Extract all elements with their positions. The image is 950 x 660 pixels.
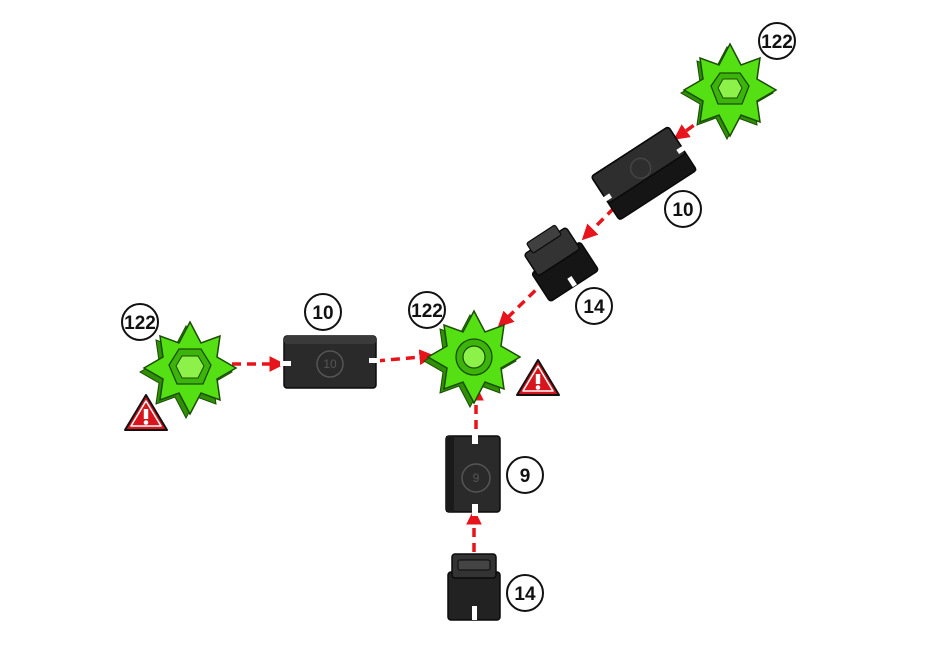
callout-block-lower: 9 bbox=[507, 457, 543, 493]
gear-part-icon bbox=[140, 322, 236, 418]
callout-block-left-text: 10 bbox=[312, 303, 333, 324]
callout-block-lower-text: 9 bbox=[520, 466, 531, 487]
block-part-icon: 9 bbox=[446, 432, 500, 516]
arrow-short-block-to-center-gear bbox=[500, 280, 546, 325]
callout-block-short-upper-text: 14 bbox=[583, 297, 605, 318]
callout-block-left: 10 bbox=[305, 294, 341, 330]
gear-part-icon bbox=[681, 44, 776, 139]
gear-part-icon bbox=[424, 311, 520, 407]
callout-gear-top-text: 122 bbox=[761, 32, 793, 53]
callout-gear-left-text: 122 bbox=[124, 313, 156, 334]
warning-icon bbox=[517, 360, 559, 395]
arrow-block-left-to-center-gear bbox=[376, 356, 432, 361]
arrow-block-upper-to-short-block bbox=[584, 208, 614, 238]
block-part-icon bbox=[448, 554, 500, 620]
callout-gear-top: 122 bbox=[759, 23, 795, 59]
block-lower-mark: 9 bbox=[473, 471, 480, 485]
callout-block-upper-text: 10 bbox=[672, 200, 693, 221]
callout-block-short-lower: 14 bbox=[507, 575, 543, 611]
callout-gear-left: 122 bbox=[122, 304, 158, 340]
callout-block-upper: 10 bbox=[665, 191, 701, 227]
block-part-icon: 10 bbox=[280, 336, 380, 388]
callout-gear-center: 122 bbox=[409, 292, 445, 328]
callout-gear-center-text: 122 bbox=[411, 301, 443, 322]
callout-block-short-lower-text: 14 bbox=[514, 584, 536, 605]
block-left-mark: 10 bbox=[323, 357, 337, 371]
callout-block-short-upper: 14 bbox=[576, 288, 612, 324]
